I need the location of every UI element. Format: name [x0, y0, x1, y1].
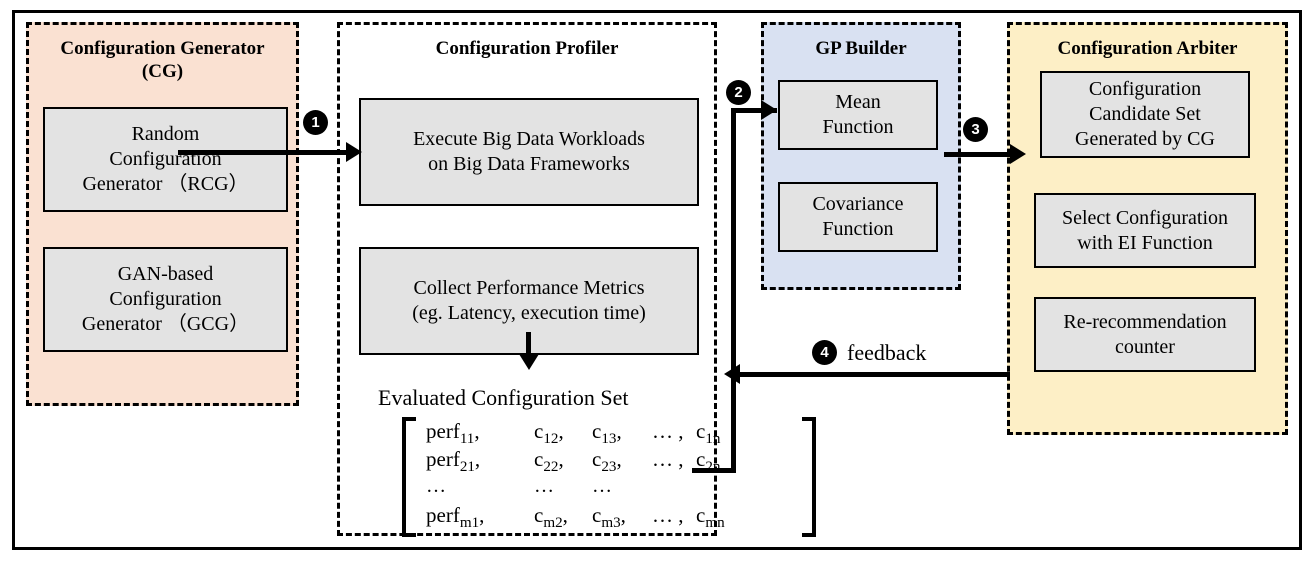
matrix-row: perf21, c22, c23, … , c2n: [426, 447, 720, 476]
step-badge-4: 4: [812, 340, 837, 365]
matrix-left-bracket: [402, 417, 416, 537]
box-line-1: Collect Performance Metrics: [413, 277, 645, 299]
connector-riser-to-mean-function: [731, 108, 777, 113]
step-badge-1-number: 1: [311, 114, 320, 131]
box-select-configuration-with-ei-function[interactable]: Select Configuration with EI Function: [1034, 193, 1256, 268]
box-line-1: Covariance: [812, 193, 904, 215]
arrowhead-metrics-to-set: [519, 354, 539, 370]
box-line-2: Configuration: [109, 288, 222, 310]
evaluated-configuration-matrix: perf11, c12, c13, … , c1n perf21, c22, c…: [402, 417, 816, 537]
box-line-2: Candidate Set: [1089, 103, 1201, 125]
box-random-configuration-generator[interactable]: Random Configuration Generator （RCG）: [43, 107, 288, 212]
matrix-right-bracket: [802, 417, 816, 537]
connector-cg-to-profiler: [178, 150, 348, 155]
matrix-row: … … …: [426, 475, 612, 497]
panel-configuration-arbiter: Configuration Arbiter Configuration Cand…: [1007, 22, 1288, 435]
box-line-1: Re-recommendation: [1063, 310, 1227, 333]
matrix-row: perf11, c12, c13, … , c1n: [426, 419, 721, 448]
diagram-outer-frame: [12, 10, 1302, 550]
box-line-3: Generator （GCG）: [81, 313, 250, 335]
panel-configuration-generator: Configuration Generator (CG) Random Conf…: [26, 22, 299, 406]
box-line-2: on Big Data Frameworks: [428, 153, 630, 175]
box-configuration-candidate-set[interactable]: Configuration Candidate Set Generated by…: [1040, 71, 1250, 158]
panel-title-configuration-generator: Configuration Generator (CG): [29, 37, 296, 83]
box-line-1: Select Configuration: [1061, 206, 1229, 229]
arrowhead-to-gp-builder: [761, 100, 777, 120]
step-badge-3-number: 3: [971, 121, 980, 138]
panel-gp-builder: GP Builder Mean Function Covariance Func…: [761, 22, 961, 290]
box-line-2: counter: [1115, 335, 1175, 358]
feedback-label: feedback: [847, 340, 927, 365]
box-line-1: Execute Big Data Workloads: [413, 128, 645, 150]
box-line-2: with EI Function: [1077, 231, 1213, 254]
step-badge-1: 1: [303, 110, 328, 135]
step-badge-2-number: 2: [734, 84, 743, 101]
box-mean-function[interactable]: Mean Function: [778, 80, 938, 150]
panel-title-configuration-profiler: Configuration Profiler: [340, 37, 714, 60]
connector-riser-to-gp: [731, 108, 736, 472]
panel-title-line1: Configuration Arbiter: [1057, 38, 1238, 59]
matrix-rows: perf11, c12, c13, … , c1n perf21, c22, c…: [416, 417, 802, 537]
box-line-2: Function: [822, 116, 894, 138]
panel-title-configuration-arbiter: Configuration Arbiter: [1010, 37, 1285, 60]
panel-title-line1: Configuration Generator: [60, 38, 265, 59]
step-badge-2: 2: [726, 80, 751, 105]
connector-gp-to-arbiter: [944, 152, 1017, 157]
box-gan-based-configuration-generator[interactable]: GAN-based Configuration Generator （GCG）: [43, 247, 288, 352]
panel-title-line1: Configuration Profiler: [435, 38, 619, 59]
box-line-1: Configuration: [1088, 78, 1202, 100]
box-line-1: Mean: [835, 91, 881, 113]
box-execute-big-data-workloads[interactable]: Execute Big Data Workloads on Big Data F…: [359, 98, 699, 206]
box-covariance-function[interactable]: Covariance Function: [778, 182, 938, 252]
connector-feedback: [740, 372, 1010, 377]
panel-title-gp-builder: GP Builder: [764, 37, 958, 60]
box-line-2: (eg. Latency, execution time): [412, 302, 646, 324]
box-line-3: Generated by CG: [1075, 128, 1215, 150]
arrowhead-feedback: [724, 364, 740, 384]
box-line-3: Generator （RCG）: [82, 173, 249, 195]
evaluated-configuration-set-label: Evaluated Configuration Set: [378, 385, 629, 410]
box-line-2: Function: [822, 218, 894, 240]
panel-configuration-profiler: Configuration Profiler Execute Big Data …: [337, 22, 816, 537]
step-badge-3: 3: [963, 117, 988, 142]
arrowhead-gp-to-arbiter: [1010, 144, 1026, 164]
box-re-recommendation-counter[interactable]: Re-recommendation counter: [1034, 297, 1256, 372]
box-collect-performance-metrics[interactable]: Collect Performance Metrics (eg. Latency…: [359, 247, 699, 355]
step-badge-4-number: 4: [820, 344, 829, 361]
panel-title-line1: GP Builder: [815, 38, 907, 59]
arrowhead-cg-to-profiler: [346, 142, 362, 162]
box-line-1: Random: [131, 123, 200, 145]
connector-matrix-to-riser: [692, 468, 736, 473]
box-line-1: GAN-based: [117, 263, 214, 285]
matrix-row: perfm1, cm2, cm3, … , cmn: [426, 503, 725, 532]
panel-title-line2: (CG): [141, 61, 184, 82]
connector-metrics-to-set: [526, 332, 531, 360]
